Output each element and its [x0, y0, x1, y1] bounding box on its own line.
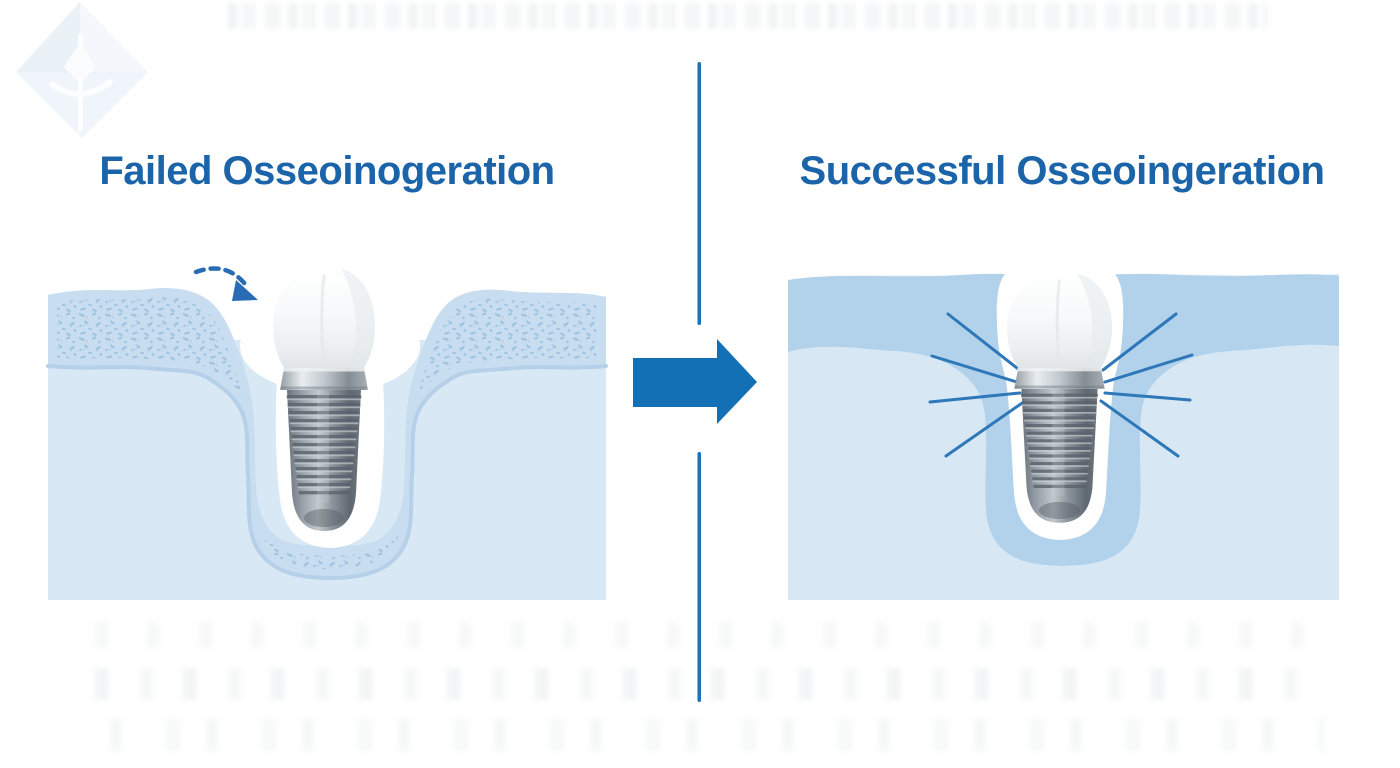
vertical-divider — [697, 62, 701, 702]
right-arrow-icon — [633, 339, 757, 424]
watermark-logo — [16, 2, 148, 138]
curved-dashed-arrow-icon — [193, 266, 258, 301]
successful-implant-panel — [788, 263, 1339, 600]
failed-panel-title: Failed Osseoinogeration — [99, 149, 555, 193]
radiating-integration-lines-icon — [928, 312, 1194, 458]
successful-panel-title: Successful Osseoingeration — [799, 149, 1325, 193]
failed-implant-panel — [46, 266, 608, 600]
